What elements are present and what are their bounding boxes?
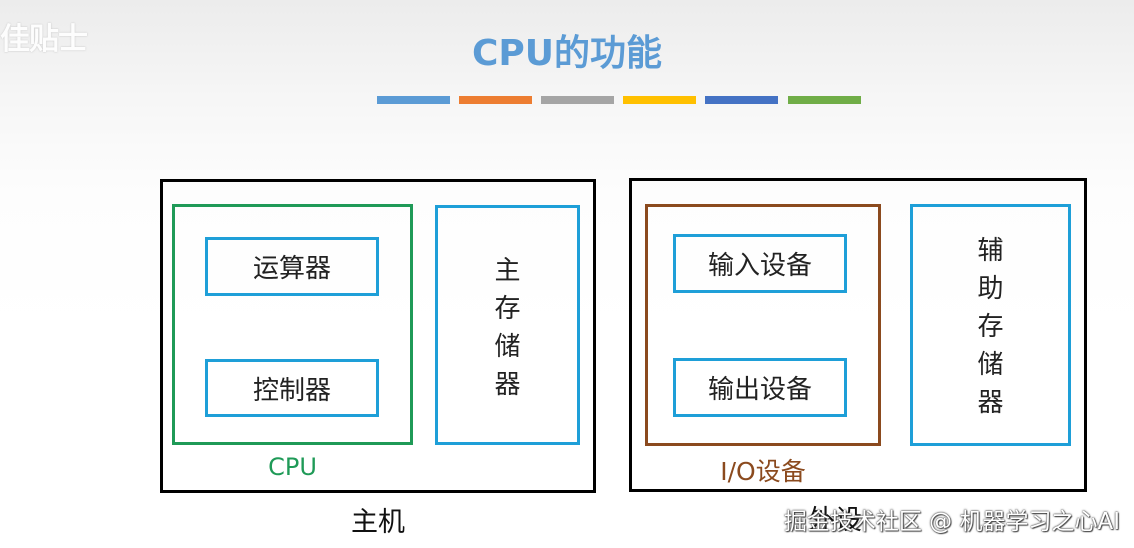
corner-watermark: 佳贴士 bbox=[0, 22, 88, 57]
host-box bbox=[160, 179, 596, 493]
alu-box: 运算器 bbox=[205, 237, 379, 296]
stripe-yellow bbox=[623, 96, 696, 104]
stripe-blue bbox=[377, 96, 450, 104]
stripe-darkblue bbox=[705, 96, 778, 104]
stripe-orange bbox=[459, 96, 532, 104]
stripe-green bbox=[788, 96, 861, 104]
aux-memory-box bbox=[910, 204, 1071, 446]
main-memory-box bbox=[435, 205, 580, 445]
output-device-box: 输出设备 bbox=[673, 358, 847, 417]
stripe-gray bbox=[541, 96, 614, 104]
main-memory-label: 主 存 储 器 bbox=[494, 256, 521, 400]
io-device-box bbox=[645, 204, 881, 446]
input-device-box: 输入设备 bbox=[673, 234, 847, 293]
source-watermark: 掘金技术社区 @ 机器学习之心AI bbox=[783, 509, 1120, 535]
cpu-box bbox=[172, 204, 413, 445]
aux-memory-label: 辅 助 存 储 器 bbox=[977, 236, 1004, 418]
controller-box: 控制器 bbox=[205, 359, 379, 417]
host-label: 主机 bbox=[351, 507, 405, 538]
peripheral-label: 外设 bbox=[808, 505, 862, 536]
page-title: CPU的功能 bbox=[471, 33, 663, 74]
cpu-label: CPU bbox=[268, 453, 317, 481]
io-device-label: I/O设备 bbox=[720, 457, 806, 486]
peripheral-box bbox=[629, 178, 1087, 492]
